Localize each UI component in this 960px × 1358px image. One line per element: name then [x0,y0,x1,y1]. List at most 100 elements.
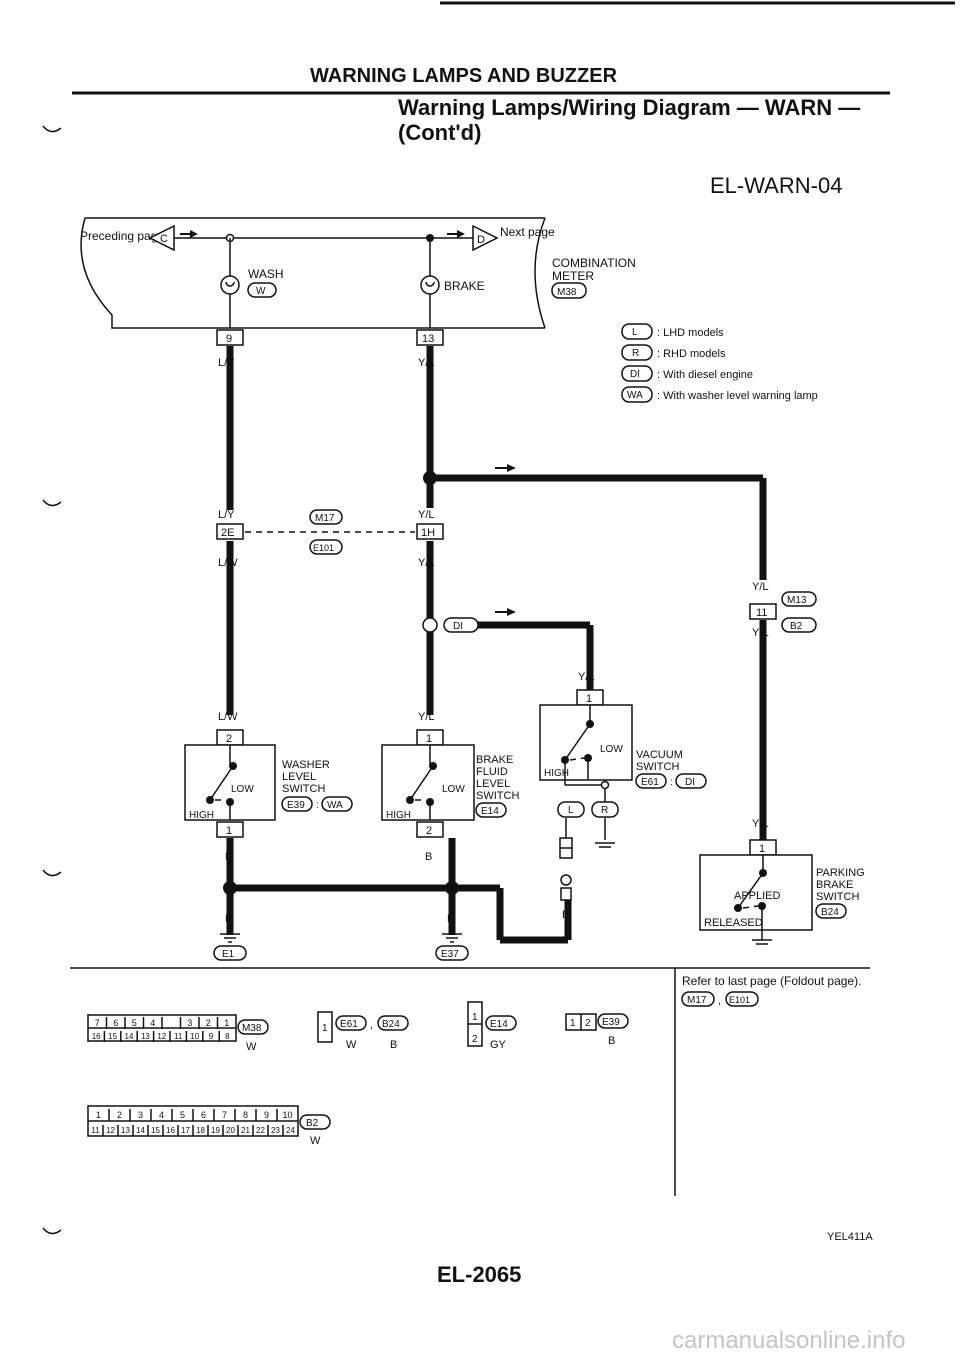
arrow-right-icon [190,230,198,238]
svg-text:WA: WA [327,800,343,811]
connector-pin: 3 [138,1110,143,1120]
svg-text:M38: M38 [557,287,577,298]
connector-pin: 11 [91,1126,100,1135]
svg-text:Y/L: Y/L [752,581,769,593]
combination-meter-name-2: METER [552,269,594,283]
connector-pin: 16 [92,1032,101,1041]
svg-text:1: 1 [586,693,592,705]
connector-pin: 20 [226,1126,235,1135]
svg-text::: : [670,777,673,788]
svg-text:L/Y: L/Y [218,509,235,521]
connector-pin: 7 [222,1110,227,1120]
m17-tag [309,509,343,525]
svg-text:1: 1 [226,825,232,837]
svg-text:1: 1 [759,843,765,855]
svg-text::: : [316,800,319,811]
connector-pin: 19 [211,1126,220,1135]
svg-text:B: B [425,851,432,863]
connector-pin: 13 [141,1032,150,1041]
legend: L : LHD models R : RHD models DI : With … [621,323,818,403]
connector-pin: 4 [159,1110,164,1120]
connector-pin: 1 [224,1018,229,1028]
svg-text:R: R [601,805,608,816]
connector-pin: 1 [96,1110,101,1120]
svg-text:WA: WA [627,390,643,401]
svg-text:E14: E14 [481,806,499,817]
m13-tag [781,591,817,607]
svg-text:E61: E61 [641,777,659,788]
connector-pin: 14 [136,1126,145,1135]
svg-text:2E: 2E [221,527,234,539]
svg-text:E101: E101 [313,543,334,553]
svg-text:9: 9 [226,333,232,345]
connector-pin: 22 [256,1126,265,1135]
connector-pin: 15 [108,1032,117,1041]
svg-text:B24: B24 [382,1019,400,1030]
svg-text:B: B [608,1035,615,1047]
svg-text:W: W [346,1039,357,1051]
e39-connector-view: 1 2 E39 B [565,1013,629,1047]
connector-pin: 14 [125,1032,134,1041]
watermark: carmanualsonline.info [672,1327,905,1354]
margin-mark [42,125,62,133]
svg-text:E37: E37 [441,949,459,960]
pin-1h [416,523,444,540]
svg-text:LEVEL: LEVEL [476,778,510,790]
svg-text:1: 1 [426,733,432,745]
page-subtitle-line2: (Cont'd) [398,120,481,145]
svg-text:1: 1 [322,1023,328,1034]
svg-text:E1: E1 [222,949,235,960]
connector-pin: 3 [187,1018,192,1028]
connector-pin: 10 [282,1110,292,1120]
svg-text:W: W [310,1135,321,1147]
svg-text:,: , [718,995,721,1007]
svg-text:HIGH: HIGH [386,810,411,821]
refer-note: Refer to last page (Foldout page). [682,974,861,988]
svg-text:B24: B24 [821,907,839,918]
svg-text:B: B [225,913,232,925]
svg-text:SWITCH: SWITCH [282,783,325,795]
vacuum-lhd-tag [557,801,585,818]
connector-pin: 11 [174,1032,183,1041]
pin-13 [416,329,444,346]
svg-text:B2: B2 [790,621,803,632]
brake-fluid-switch-label: BRAKE [476,754,513,766]
vacuum-rhd-tag [591,801,619,818]
svg-text:: With washer level warning la: : With washer level warning lamp [657,390,818,402]
m38-connector-tag [551,282,587,299]
arrow-right-icon [457,230,465,238]
svg-text:SWITCH: SWITCH [476,790,519,802]
svg-text:B2: B2 [306,1118,319,1129]
svg-text:GY: GY [490,1039,507,1051]
vacuum-switch [539,704,633,781]
svg-text:2: 2 [426,825,432,837]
svg-text:LOW: LOW [600,744,623,755]
svg-text:B: B [390,1039,397,1051]
svg-text:RELEASED: RELEASED [704,917,763,929]
svg-text:M13: M13 [787,595,807,606]
brake-fluid-level-switch [381,744,475,821]
svg-text:Y/L: Y/L [752,818,769,830]
brake-fluid-pin-2 [416,821,444,838]
wash-tag: W [256,286,266,297]
svg-text:APPLIED: APPLIED [734,890,781,902]
svg-text:B: B [447,913,454,925]
svg-text:Y/L: Y/L [418,509,435,521]
svg-text:Y/L: Y/L [418,711,435,723]
svg-text:E14: E14 [490,1019,508,1030]
svg-text:E39: E39 [287,800,305,811]
page-number: EL-2065 [437,1262,521,1287]
connector-pin: 12 [106,1126,115,1135]
svg-text:DI: DI [453,621,463,632]
connector-pin: 6 [201,1110,206,1120]
connector-pin: 5 [132,1018,137,1028]
combination-meter-name-1: COMBINATION [552,256,636,270]
brake-lamp-label: BRAKE [444,279,485,293]
svg-text:LEVEL: LEVEL [282,771,316,783]
parking-brake-switch [699,854,813,931]
svg-text:2: 2 [472,1034,478,1045]
wash-lamp-icon [220,275,240,295]
svg-text:1: 1 [472,1012,478,1023]
